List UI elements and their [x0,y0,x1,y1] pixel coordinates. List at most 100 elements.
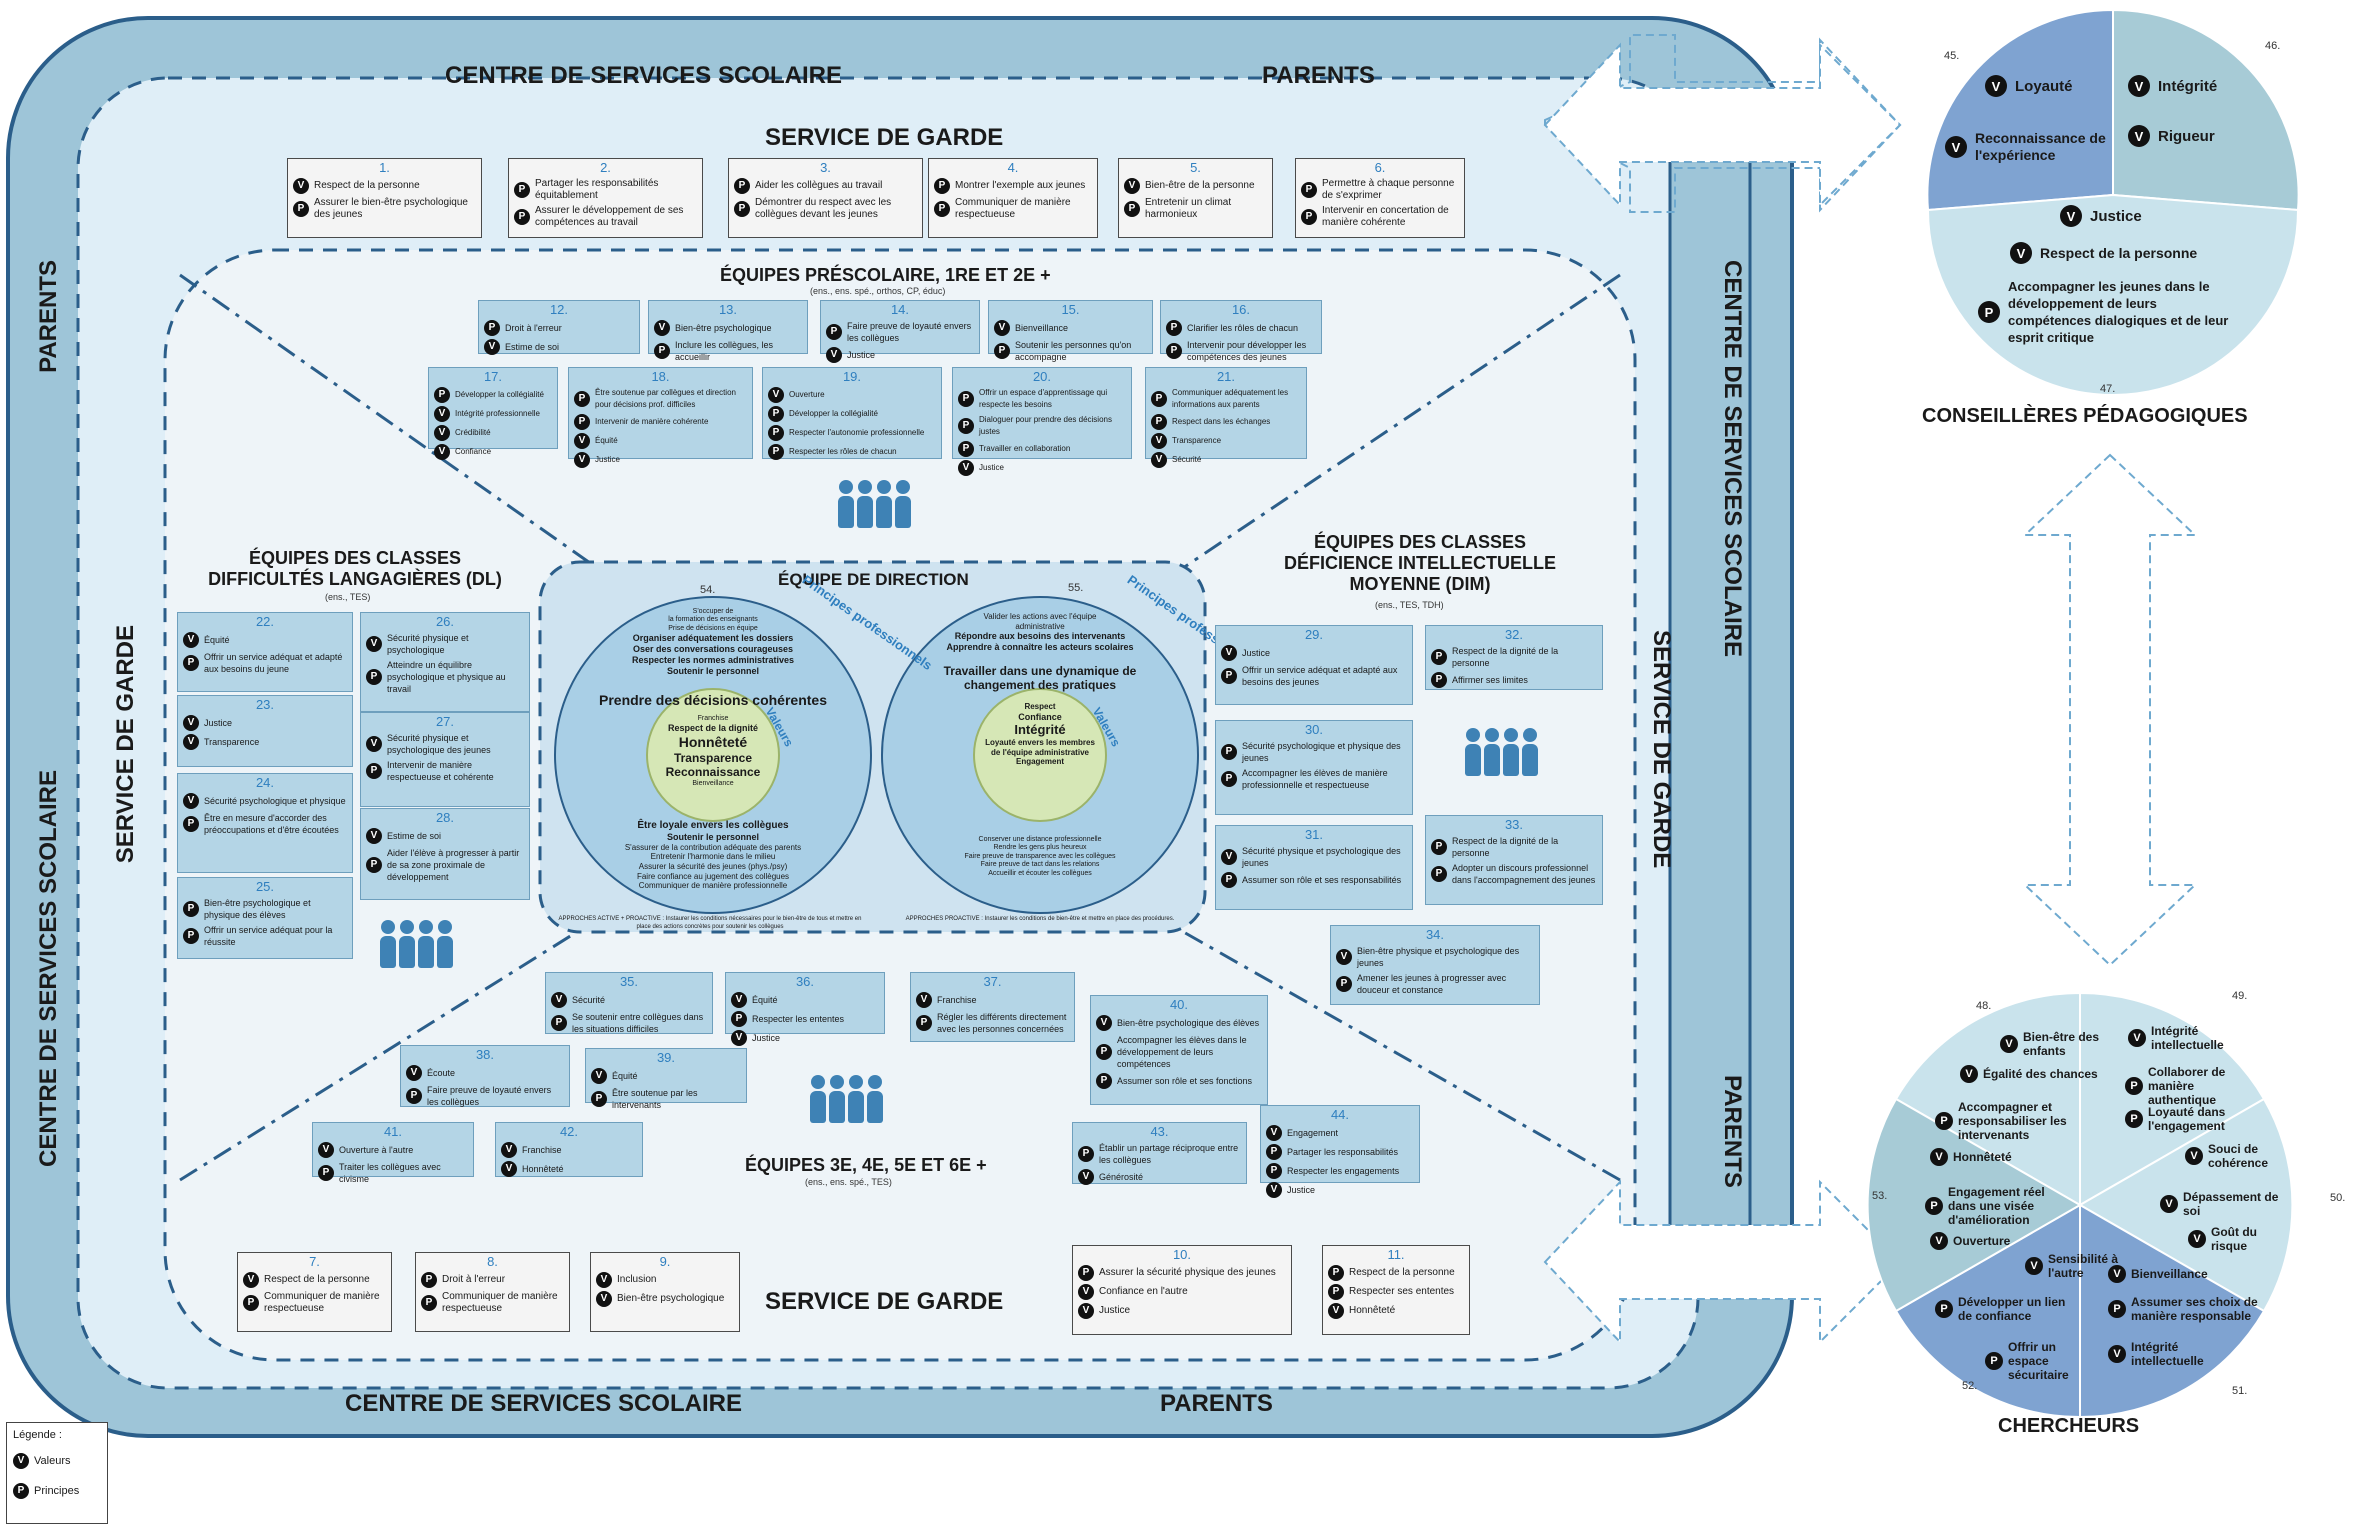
card-number: 2. [600,160,611,175]
principle-badge-icon: P [1151,414,1167,430]
person-head [1504,728,1518,742]
card-number: 27. [435,714,455,729]
card-number: 18. [651,369,670,384]
principle-badge-icon: P [734,201,750,217]
principle-badge-icon: P [183,928,199,944]
card-number: 9. [659,1254,671,1269]
label-parents-bottom: PARENTS [1160,1390,1273,1417]
principle-badge-icon: P [1078,1265,1094,1281]
card-number: 39. [656,1050,676,1065]
card-item-text: Affirmer ses limites [1452,675,1528,685]
card-item-text: Montrer l'exemple aux jeunes [955,180,1086,191]
direction-right-main: Travailler dans une dynamique de changem… [943,664,1137,692]
direction-text: Soutenir le personnel [666,665,760,676]
item-text: Sensibilité à l'autre [2048,1252,2119,1280]
person-body [437,936,453,968]
principle-badge-icon: P [574,391,590,407]
principle-badge-icon: P [1124,201,1140,217]
principle-badge-icon: P [484,320,500,336]
item-text: Égalité des chances [1983,1067,2098,1081]
person-head [381,920,395,934]
item-text: Collaborer de manière authentique [2148,1065,2226,1107]
person-icon [1465,728,1481,776]
person-body [838,496,854,528]
person-body [876,496,892,528]
item-text: Développer un lien de confiance [1958,1295,2066,1323]
card-item-text: Justice [1287,1185,1316,1195]
value-badge-icon: V [958,460,974,476]
principle-badge-icon: P [1431,839,1447,855]
person-icon [1503,728,1519,776]
card-item-text: Intervenir pour développer les compétenc… [1187,340,1307,362]
card-item-text: Communiquer de manière respectueuse [264,1291,380,1314]
card-number: 11. [1387,1247,1405,1262]
value-badge-icon: V [1930,1148,1948,1166]
card-number: 20. [1032,369,1052,384]
card-item-text: Partager les responsabilités [1287,1147,1399,1157]
value-badge-icon: V [574,452,590,468]
direction-text: Faire preuve de tact dans les relations [980,861,1100,869]
direction-text: Assurer la sécurité des jeunes (phys./ps… [638,861,788,871]
principle-badge-icon: P [366,763,382,779]
card-item-text: Aider les collègues au travail [755,180,883,191]
item-text: Ouverture [1953,1234,2011,1248]
card-item-text: Respect de la dignité de la personne [1452,646,1559,668]
label-garde-top: SERVICE DE GARDE [765,124,1004,151]
card-item-text: Traiter les collègues avec civisme [339,1162,441,1184]
value-badge-icon: V [1078,1284,1094,1300]
value-badge-icon: V [1945,136,1967,158]
direction-text: administrative [1015,621,1065,631]
value-badge-icon: V [2025,1257,2043,1275]
card-item-text: Équité [204,635,230,645]
card-item-text: Transparence [204,737,260,747]
pie-slice-45 [1926,8,2114,212]
value-badge-icon: V [1266,1182,1282,1198]
value-badge-icon: V [1078,1169,1094,1185]
card-number: 13. [718,302,738,317]
principle-badge-icon: P [1431,866,1447,882]
card-item-text: Amener les jeunes à progresser avec douc… [1357,973,1507,995]
card-item-text: Accompagner les élèves dans le développe… [1117,1035,1247,1069]
item-text: Accompagner les jeunes dans le développe… [2008,279,2229,345]
value-badge-icon: V [1221,645,1237,661]
person-body [857,496,873,528]
label-garde-bottom: SERVICE DE GARDE [765,1288,1004,1315]
value-badge-icon: V [596,1272,612,1288]
value-badge-icon: V [434,425,450,441]
card-number: 3. [820,160,831,175]
person-icon [1522,728,1538,776]
item-text: Intégrité [2158,77,2218,95]
num-45: 45. [1944,50,1960,62]
